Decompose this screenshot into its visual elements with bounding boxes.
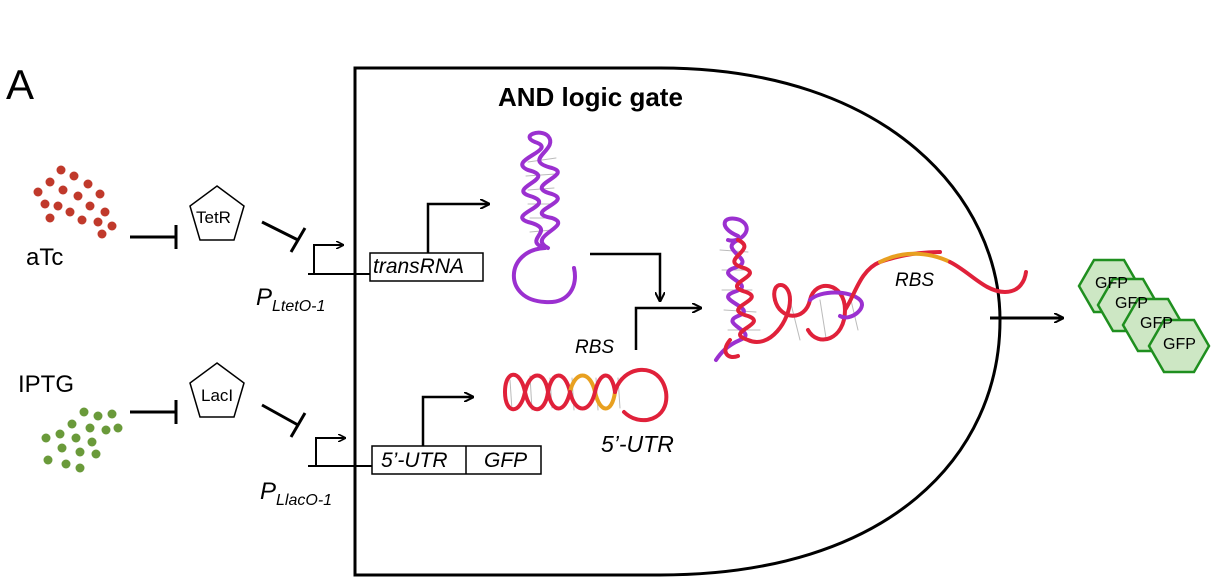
promoter-ltet-main: P: [256, 284, 273, 311]
utr-mrna-structure: [503, 367, 669, 423]
gfp-hexagon-4: [1147, 318, 1211, 374]
promoter-llac-label: PLlacO-1: [260, 480, 332, 509]
transrna-gene-label: transRNA: [373, 255, 465, 278]
cell-boundary: [353, 66, 1002, 577]
transrna-to-complex-arrow: [590, 252, 660, 300]
upper-dna-construct: [308, 204, 488, 282]
atc-inhibits-tetr: [130, 225, 178, 249]
utr-gene-label: 5’-UTR: [381, 449, 448, 472]
gate-title: AND logic gate: [498, 82, 683, 112]
laci-pentagon: [189, 362, 245, 418]
iptg-molecules: [41, 407, 123, 473]
gfp-hexagons: [1077, 258, 1211, 374]
utr-to-complex-arrow: [634, 308, 700, 350]
promoter-ltet-label: PLtetO-1: [256, 286, 325, 315]
panel-letter: A: [6, 61, 35, 108]
laci-label: LacI: [201, 386, 234, 405]
promoter-llac-sub: LlacO-1: [276, 491, 333, 509]
promoter-ltet-sub: LtetO-1: [272, 297, 326, 315]
lower-dna-construct: [308, 397, 542, 475]
gfp-label-1: GFP: [1095, 275, 1128, 292]
gfp-gene-label: GFP: [484, 449, 528, 472]
rna-complex-structure: [714, 216, 1028, 362]
atc-label: aTc: [26, 244, 64, 271]
rbs-complex-label: RBS: [895, 270, 935, 291]
promoter-llac-main: P: [260, 478, 277, 505]
laci-inhibits-promoter: [261, 403, 307, 438]
rbs-upper-label: RBS: [575, 337, 615, 358]
utr-rna-label: 5’-UTR: [601, 431, 674, 457]
tetr-inhibits-promoter: [261, 220, 307, 253]
tetr-pentagon: [189, 185, 245, 241]
tetr-label: TetR: [196, 208, 231, 227]
iptg-label: IPTG: [18, 371, 75, 398]
transrna-structure: [511, 130, 577, 305]
iptg-inhibits-laci: [130, 400, 178, 424]
gfp-label-4: GFP: [1163, 336, 1196, 353]
atc-molecules: [33, 165, 117, 239]
gfp-label-2: GFP: [1115, 295, 1148, 312]
gfp-label-3: GFP: [1140, 315, 1173, 332]
